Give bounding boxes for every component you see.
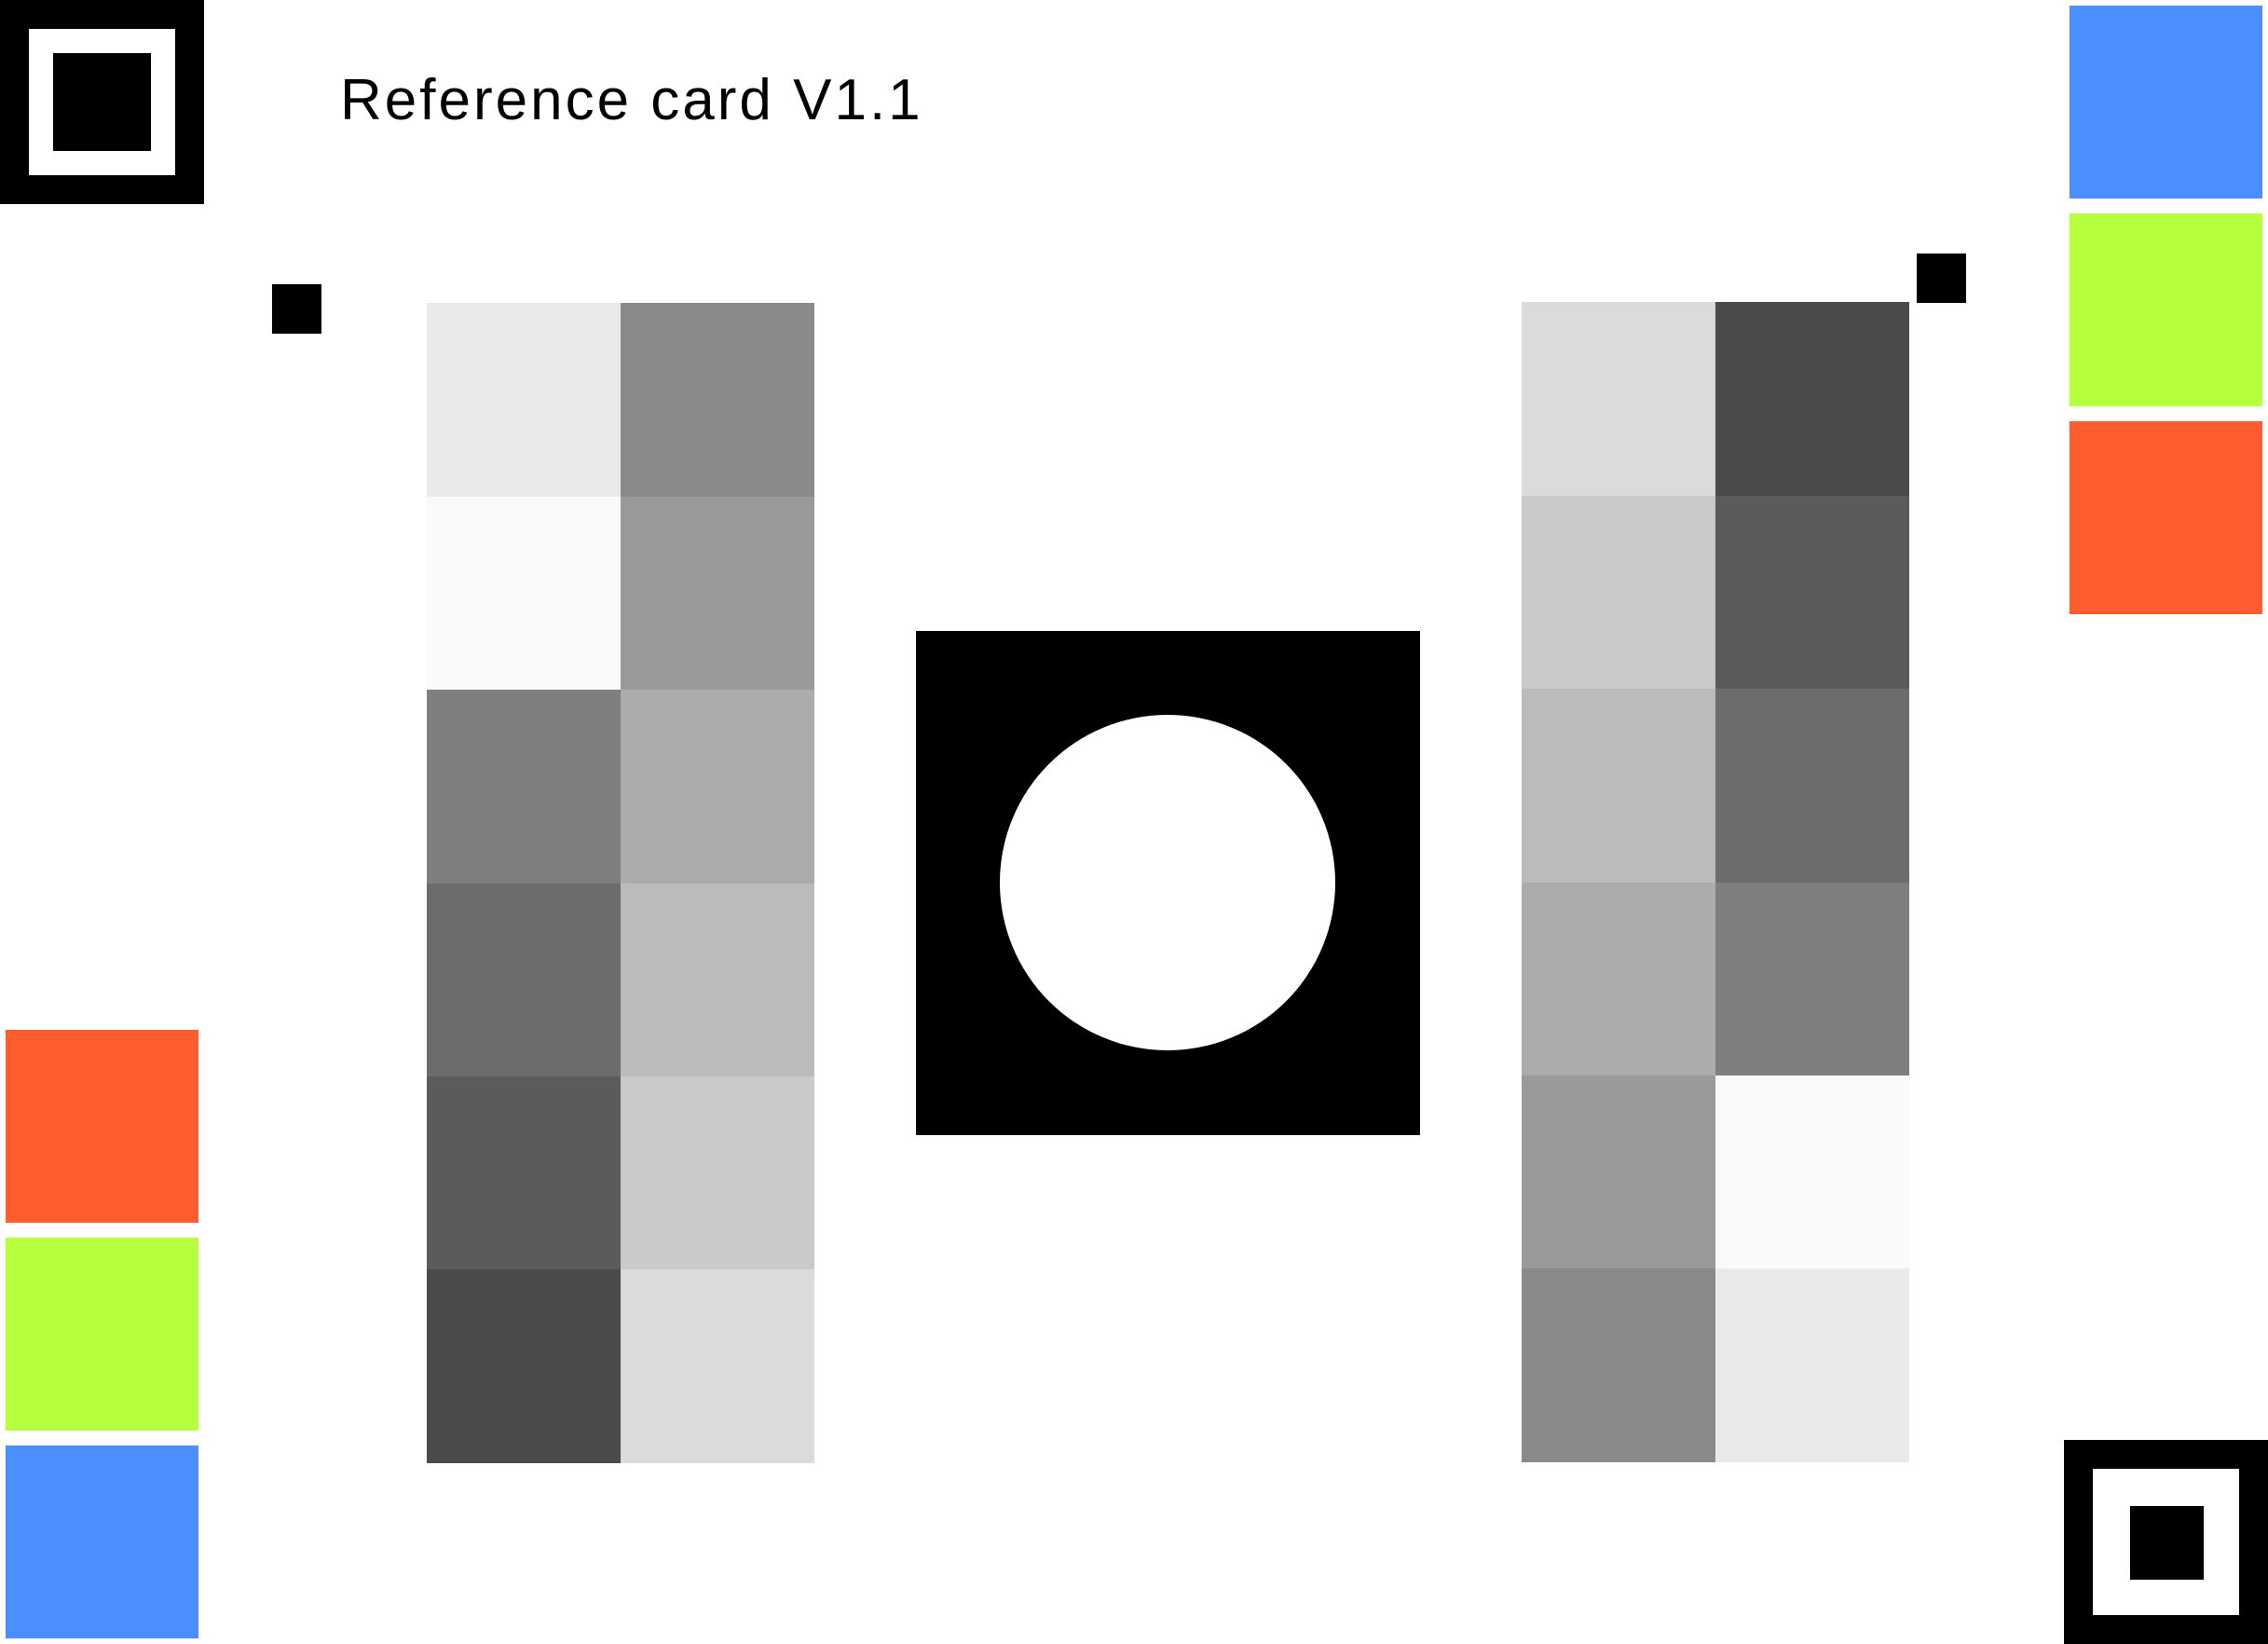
swatch-top-right-2 <box>2070 213 2262 406</box>
gray-cell <box>427 497 621 691</box>
center-target-circle <box>1000 715 1335 1050</box>
gray-cell <box>621 1269 814 1463</box>
gray-cell <box>1522 689 1715 883</box>
gray-cell <box>1715 302 1909 496</box>
fiducial-bottom-right-core <box>2130 1506 2204 1580</box>
gray-cell <box>427 303 621 497</box>
fiducial-top-left-core <box>53 53 151 151</box>
card-title: Reference card V1.1 <box>340 68 923 132</box>
gray-cell <box>1522 1075 1715 1269</box>
swatch-bottom-left-2 <box>6 1238 198 1431</box>
swatch-top-right-1 <box>2070 6 2262 199</box>
gray-cell <box>1715 496 1909 690</box>
gray-cell <box>621 1076 814 1270</box>
alignment-mark-left <box>272 284 321 334</box>
gray-cell <box>427 690 621 884</box>
swatch-bottom-left-1 <box>6 1030 198 1223</box>
center-target-square <box>916 631 1420 1135</box>
gray-cell <box>427 884 621 1077</box>
fiducial-bottom-right <box>2064 1440 2268 1644</box>
fiducial-top-left <box>0 0 204 204</box>
gray-scale-grid-right <box>1522 302 1909 1462</box>
gray-cell <box>1715 1268 1909 1462</box>
gray-cell <box>1522 883 1715 1076</box>
gray-cell <box>427 1269 621 1463</box>
gray-cell <box>1715 689 1909 883</box>
gray-cell <box>1715 1075 1909 1269</box>
gray-cell <box>621 884 814 1077</box>
gray-cell <box>621 303 814 497</box>
gray-cell <box>1522 1268 1715 1462</box>
swatch-top-right-3 <box>2070 421 2262 614</box>
gray-cell <box>1715 883 1909 1076</box>
alignment-mark-right <box>1917 253 1966 303</box>
gray-cell <box>621 497 814 691</box>
gray-cell <box>1522 496 1715 690</box>
swatch-bottom-left-3 <box>6 1445 198 1638</box>
gray-cell <box>1522 302 1715 496</box>
gray-scale-grid-left <box>427 303 814 1463</box>
gray-cell <box>427 1076 621 1270</box>
gray-cell <box>621 690 814 884</box>
